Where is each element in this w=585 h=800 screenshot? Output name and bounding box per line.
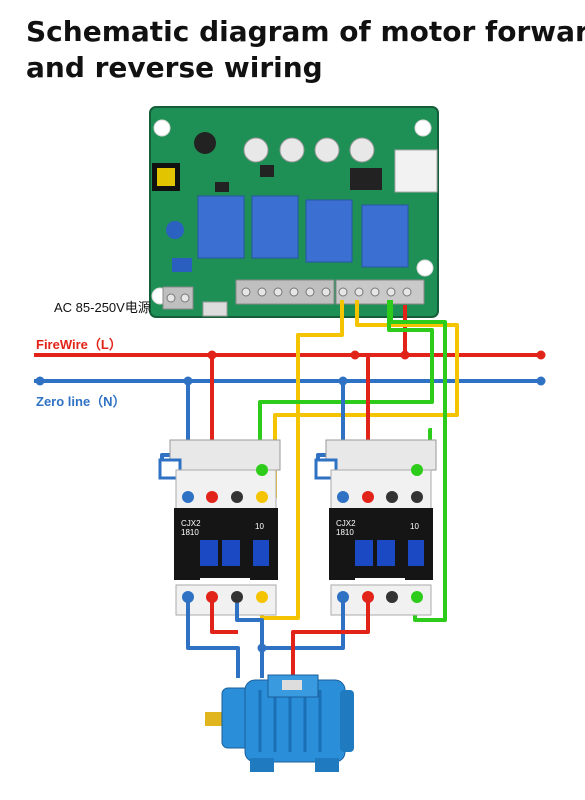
title-line-2: and reverse wiring <box>26 51 323 84</box>
power-supply-label: AC 85-250V电源 <box>54 300 151 315</box>
contactor-1: CJX2 1810 10 <box>158 439 281 616</box>
contactor-2-model-line2: 1810 <box>336 528 354 537</box>
contactor-1-model-line1: CJX2 <box>181 519 201 528</box>
relay-module-board <box>149 106 439 318</box>
title-line-1: Schematic diagram of motor forward <box>26 15 585 48</box>
contactor-1-model-line2: 1810 <box>181 528 199 537</box>
page-title: Schematic diagram of motor forward and r… <box>26 14 585 86</box>
contactor-1-rating: 10 <box>255 522 264 531</box>
contactor-2-model-line1: CJX2 <box>336 519 356 528</box>
electric-motor <box>205 674 354 772</box>
fire-wire-label: FireWire（L） <box>36 337 122 352</box>
contactor-2-rating: 10 <box>410 522 419 531</box>
contactor-2: CJX2 1810 10 <box>314 439 437 616</box>
motor-wires <box>186 597 370 678</box>
zero-line-label: Zero line（N） <box>36 394 126 409</box>
